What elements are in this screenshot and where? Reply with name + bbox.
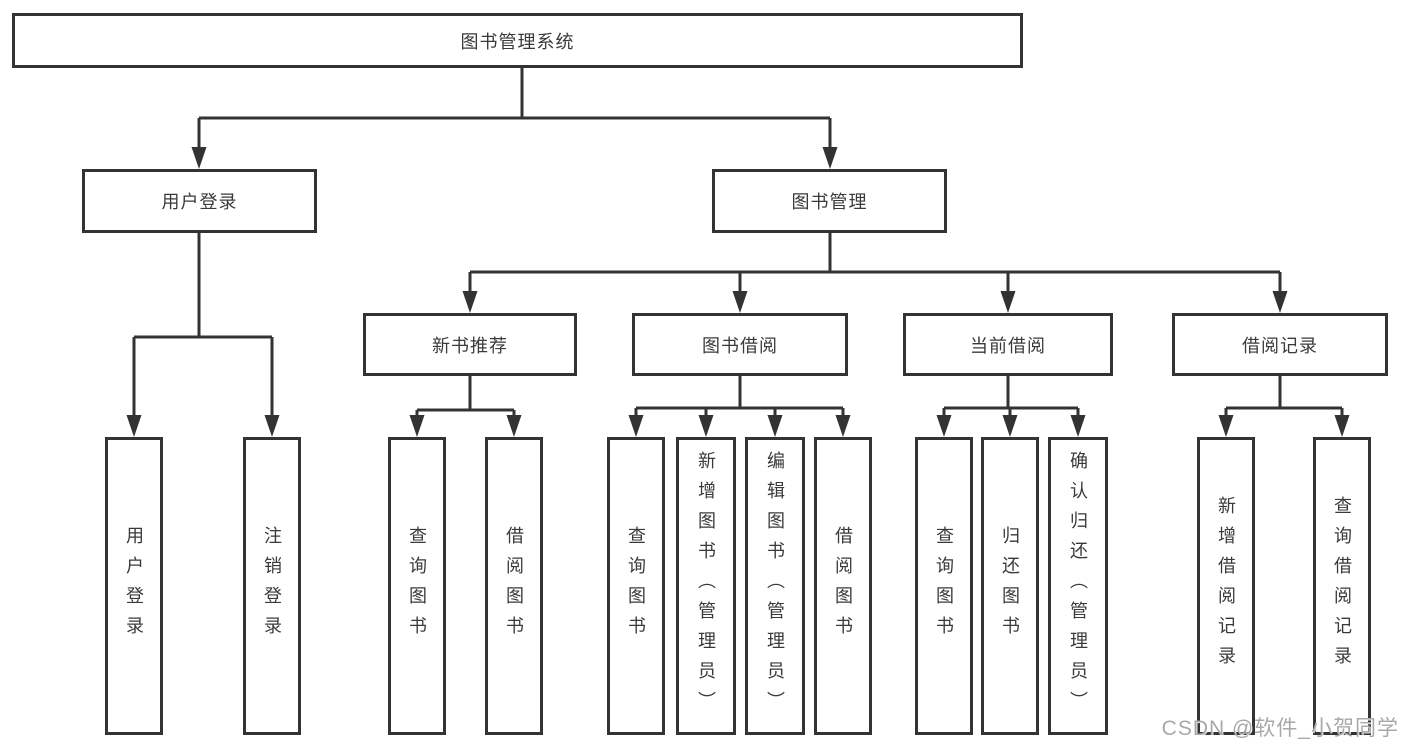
- leaf-logout: 注销登录: [243, 437, 301, 735]
- leaf-confirm-return-admin: 确认归还（管理员）: [1048, 437, 1108, 735]
- leaf-user-login: 用户登录: [105, 437, 163, 735]
- connector-book-borrow-to-leaves: [628, 376, 851, 437]
- connector-borrow-records-to-leaves: [1218, 376, 1350, 437]
- node-label: 图书管理: [791, 192, 868, 212]
- leaf-query-books-recommend: 查询图书: [388, 437, 446, 735]
- node-label: 当前借阅: [970, 335, 1046, 356]
- leaf-borrow-books-recommend: 借阅图书: [485, 437, 543, 735]
- node-label: 用户登录: [161, 192, 238, 212]
- leaf-query-books-borrow: 查询图书: [607, 437, 665, 735]
- node-borrow-records: 借阅记录: [1172, 313, 1388, 376]
- connector-new-book-rec-to-leaves: [409, 376, 522, 437]
- leaf-edit-book-admin: 编辑图书（管理员）: [745, 437, 805, 735]
- leaf-query-borrow-record: 查询借阅记录: [1313, 437, 1371, 735]
- watermark: CSDN @软件_小贺同学: [1161, 717, 1399, 740]
- node-label: 图书借阅: [702, 335, 778, 356]
- leaf-return-book: 归还图书: [981, 437, 1039, 735]
- node-user-login-branch: 用户登录: [82, 169, 317, 233]
- node-new-book-recommend: 新书推荐: [363, 313, 577, 376]
- node-current-borrow: 当前借阅: [903, 313, 1113, 376]
- leaf-add-borrow-record: 新增借阅记录: [1197, 437, 1255, 735]
- connector-book-mgmt-to-level3: [462, 233, 1288, 313]
- connector-root-to-level2: [191, 68, 838, 169]
- leaf-borrow-book: 借阅图书: [814, 437, 872, 735]
- node-book-borrow: 图书借阅: [632, 313, 848, 376]
- node-label: 新书推荐: [432, 335, 508, 356]
- leaf-add-book-admin: 新增图书（管理员）: [676, 437, 736, 735]
- node-label: 借阅记录: [1242, 335, 1318, 356]
- node-library-management-system: 图书管理系统: [12, 13, 1023, 68]
- leaf-query-books-current: 查询图书: [915, 437, 973, 735]
- node-book-management-branch: 图书管理: [712, 169, 947, 233]
- connector-current-borrow-to-leaves: [936, 376, 1086, 437]
- node-label: 图书管理系统: [460, 31, 575, 52]
- connector-user-login-to-leaves: [126, 233, 280, 437]
